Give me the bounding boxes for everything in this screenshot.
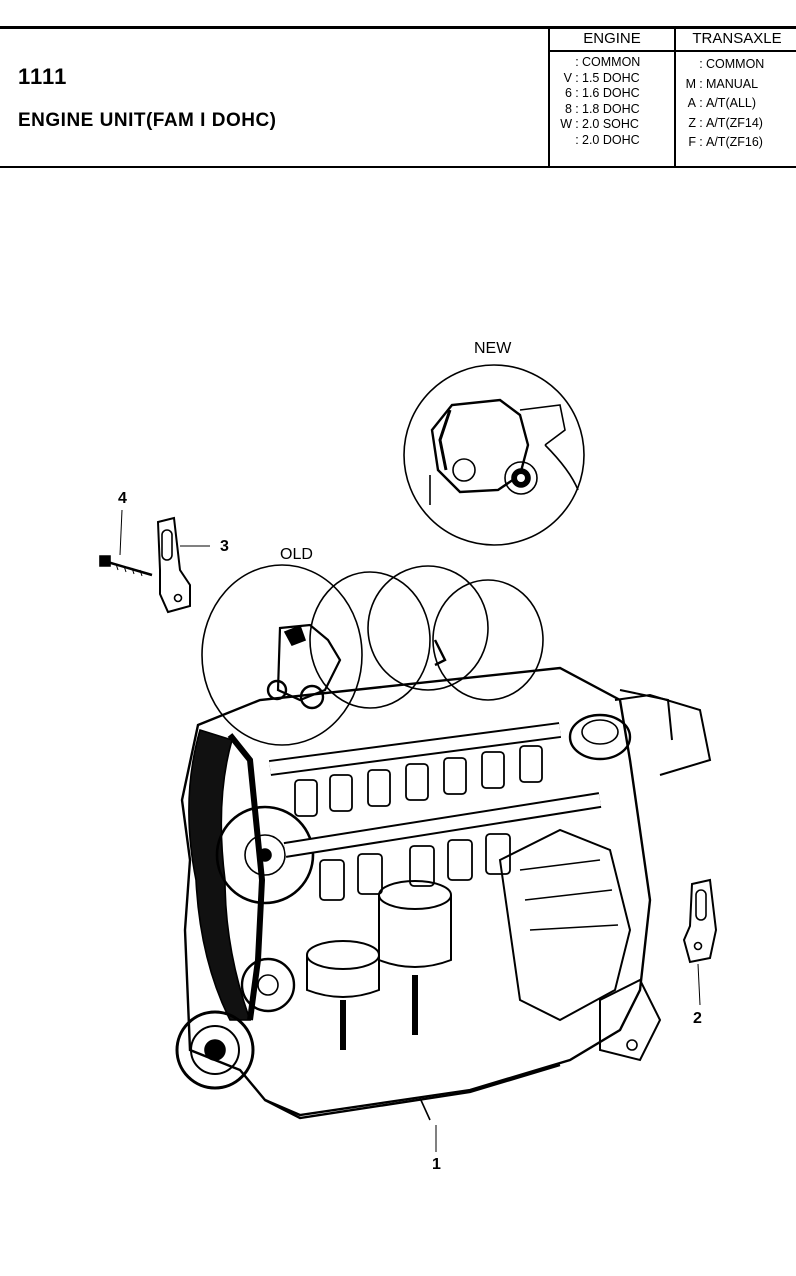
callout-2: 2 bbox=[693, 1010, 702, 1027]
engine-row: 6:1.6 DOHC bbox=[565, 86, 640, 101]
bracket-and-bolt-parts bbox=[99, 509, 210, 614]
engine-row: V:1.5 DOHC bbox=[563, 70, 640, 85]
engine-row: :2.0 DOHC bbox=[575, 132, 640, 147]
transaxle-row: M:MANUAL bbox=[685, 76, 759, 91]
callout-1: 1 bbox=[432, 1156, 441, 1173]
engine-row: W:2.0 SOHC bbox=[560, 117, 639, 132]
callout-3: 3 bbox=[220, 538, 229, 555]
bracket-part-2 bbox=[682, 878, 718, 1006]
engine-legend-table: ENGINE :COMMON V:1.5 DOHC 6:1.6 DOHC 8:1… bbox=[548, 28, 674, 166]
header-top-rule bbox=[0, 26, 796, 29]
new-sensor-detail bbox=[403, 364, 585, 546]
new-label: NEW bbox=[474, 340, 512, 357]
engine-row: :COMMON bbox=[575, 55, 641, 69]
engine-block bbox=[175, 666, 712, 1152]
transaxle-legend-table: TRANSAXLE :COMMON M:MANUAL A:A/T(ALL) Z:… bbox=[674, 28, 796, 166]
transaxle-row: F:A/T(ZF16) bbox=[688, 135, 763, 149]
engine-row: 8:1.8 DOHC bbox=[565, 101, 640, 116]
header-bottom-rule bbox=[0, 166, 796, 168]
section-title: ENGINE UNIT(FAM I DOHC) bbox=[18, 110, 277, 131]
engine-heading: ENGINE bbox=[550, 28, 674, 52]
section-code: 1111 bbox=[18, 64, 68, 89]
transaxle-heading: TRANSAXLE bbox=[676, 28, 796, 52]
page-header: 1111 ENGINE UNIT(FAM I DOHC) ENGINE :COM… bbox=[0, 26, 796, 168]
transaxle-row: :COMMON bbox=[699, 57, 765, 71]
transaxle-row: A:A/T(ALL) bbox=[687, 96, 757, 110]
old-sensor-and-cam-covers bbox=[201, 564, 544, 746]
callout-4: 4 bbox=[118, 490, 127, 507]
transaxle-row: Z:A/T(ZF14) bbox=[688, 115, 763, 130]
old-label: OLD bbox=[280, 546, 313, 563]
